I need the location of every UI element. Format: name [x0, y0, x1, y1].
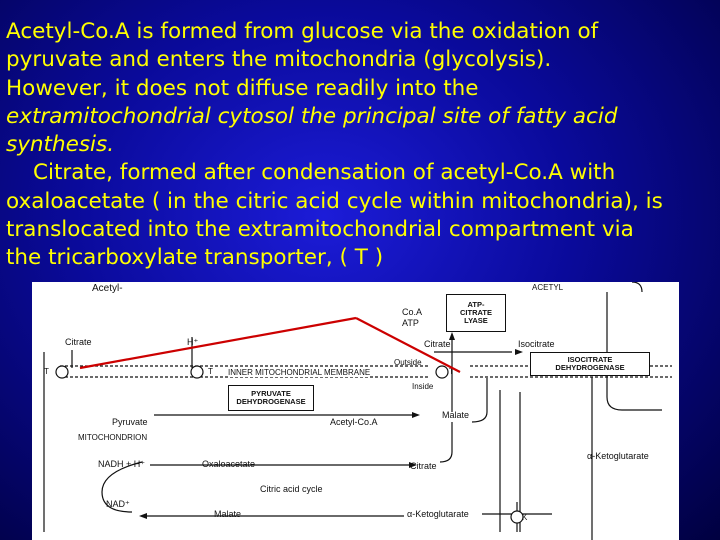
oxaloacetate-label: Oxaloacetate: [202, 459, 256, 469]
inside-label: Inside: [412, 382, 434, 391]
citrate-inner-up: [439, 422, 453, 463]
nadh-loop: [101, 461, 143, 513]
coa-label: Co.A: [402, 307, 423, 317]
arrowhead-citrate: [409, 462, 417, 468]
citrate-upper-label: Citrate: [424, 339, 451, 349]
t-right-label: T: [449, 367, 454, 376]
tr-curve: [631, 282, 643, 293]
arrowhead-isocitrate: [515, 349, 523, 355]
pyruvate-dh-line2: DEHYDROGENASE: [236, 397, 306, 406]
slide-paragraph: Acetyl-Co.A is formed from glucose via t…: [6, 18, 716, 273]
pyruvate-label: Pyruvate: [112, 417, 148, 427]
para-line-1: Acetyl-Co.A is formed from glucose via t…: [6, 19, 599, 44]
pyruvate-dh-line1: PYRUVATE: [251, 389, 291, 399]
atp-citrate-lyase-box: ATP- CITRATE LYASE: [446, 294, 506, 332]
top-right-partial-label: ACETYL: [532, 283, 564, 292]
outside-label: Outside: [394, 358, 422, 367]
para-line-9: the tricarboxylate transporter, ( T ): [6, 245, 384, 271]
para-line-2: pyruvate and enters the mitochondria (gl…: [6, 47, 552, 73]
citrate-left-label: Citrate: [65, 337, 92, 347]
a-ketoglutarate-bottom-label: α-Ketoglutarate: [407, 509, 469, 519]
isocitrate-dh-line2: DEHYDROGENASE: [555, 363, 625, 372]
atp-citrate-lyase-line1: ATP-: [467, 300, 485, 310]
malate-up: [471, 378, 488, 423]
malate-right-label: Malate: [442, 410, 470, 420]
mitochondrion-label: MITOCHONDRION: [78, 433, 148, 442]
transporter-circle-mid: [190, 365, 204, 379]
acetyl-coa-label: Acetyl-Co.A: [330, 417, 378, 427]
isocitrate-dh-line1: ISOCITRATE: [567, 355, 613, 365]
citric-acid-cycle-label: Citric acid cycle: [260, 484, 323, 494]
atp-label: ATP: [402, 318, 419, 328]
a-ketoglutarate-right-label: α-Ketoglutarate: [587, 451, 649, 461]
atp-citrate-lyase-line3: LYASE: [464, 315, 488, 325]
malate-bottom-label: Malate: [214, 509, 242, 519]
para-line-6: Citrate, formed after condensation of ac…: [33, 160, 616, 186]
atp-citrate-lyase-line2: CITRATE: [460, 308, 492, 318]
transporter-circle-left: [55, 365, 69, 379]
transporter-circle-bottom: [510, 510, 524, 524]
transporter-circle-right: [435, 365, 449, 379]
isocitrate-dehydrogenase-box: ISOCITRATE DEHYDROGENASE: [530, 352, 650, 376]
fatty-acid-citrate-shuttle-diagram: Acetyl- ACETYL Citrate H⁺ T T T INNER MI…: [32, 282, 679, 540]
arrowhead-acetyl: [412, 412, 420, 418]
top-partial-label: Acetyl-: [92, 283, 123, 294]
t-mid-label: T: [208, 367, 213, 376]
nad-plus-label: NAD⁺: [106, 499, 130, 509]
para-line-7: oxaloacetate ( in the citric acid cycle …: [6, 188, 663, 214]
k-mark-label: K: [522, 513, 528, 522]
para-line-5: synthesis.: [6, 132, 115, 158]
para-line-4: extramitochondrial cytosol the principal…: [6, 103, 618, 129]
para-line-8: translocated into the extramitochondrial…: [6, 217, 634, 243]
citrate-inner-label: Citrate: [410, 461, 437, 471]
h-plus-label: H⁺: [187, 337, 199, 347]
inner-membrane-label: INNER MITOCHONDRIAL MEMBRANE: [228, 368, 371, 377]
arrowhead-malate: [139, 513, 147, 519]
right-curve: [606, 292, 662, 411]
nadh-label: NADH + H⁺: [98, 459, 146, 469]
isocitrate-label: Isocitrate: [518, 339, 555, 349]
pyruvate-dehydrogenase-box: PYRUVATE DEHYDROGENASE: [228, 385, 314, 411]
para-line-3: However, it does not diffuse readily int…: [6, 75, 479, 101]
t-left-label: T: [44, 367, 49, 376]
